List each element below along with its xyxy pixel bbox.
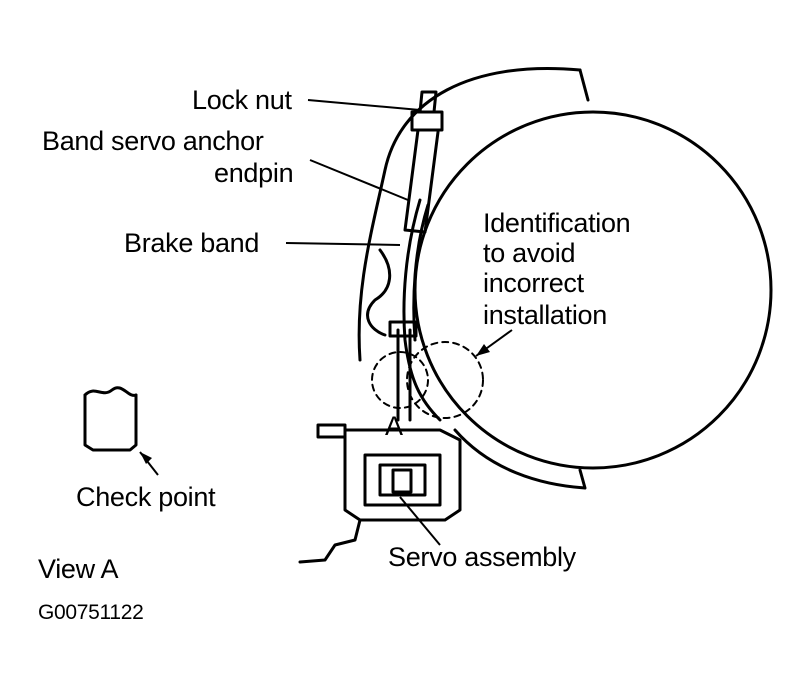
leader-anchor-endpin xyxy=(309,159,409,201)
leader-servo-assembly xyxy=(399,496,441,546)
servo-piston xyxy=(363,453,442,507)
drum xyxy=(413,110,773,470)
case-outer-outline xyxy=(357,67,582,362)
check-point-body xyxy=(83,393,138,452)
case-lower-outline xyxy=(453,428,587,490)
case-outer-right xyxy=(578,68,590,102)
label-identification-4: installation xyxy=(483,300,607,330)
identification-circle xyxy=(406,341,484,419)
label-anchor-endpin-2: endpin xyxy=(214,158,294,188)
servo-rod-end xyxy=(388,320,418,338)
case-inner-wave xyxy=(366,248,392,337)
lock-nut-shape xyxy=(410,110,444,132)
label-detail-marker: A xyxy=(385,411,403,441)
servo-side-fitting xyxy=(316,423,347,439)
label-view-a: View A xyxy=(38,554,119,584)
label-servo-assembly: Servo assembly xyxy=(388,542,576,572)
label-check-point: Check point xyxy=(76,482,216,512)
label-anchor-endpin-1: Band servo anchor xyxy=(42,126,264,156)
servo-inner xyxy=(378,463,427,497)
check-point-top xyxy=(83,386,138,397)
detail-circle xyxy=(371,351,429,409)
label-brake-band: Brake band xyxy=(124,228,260,258)
leader-lock-nut xyxy=(307,99,421,111)
servo-spring xyxy=(391,468,413,494)
label-identification-1: Identification xyxy=(483,208,631,238)
brake-band-inner xyxy=(412,203,430,342)
servo-bracket xyxy=(298,518,362,564)
servo-housing xyxy=(343,428,462,522)
lock-nut-top xyxy=(418,90,438,114)
arrow-check-point xyxy=(140,452,152,464)
label-identification-3: incorrect xyxy=(483,268,584,298)
figure-id: G00751122 xyxy=(38,601,144,624)
anchor-endpin xyxy=(403,128,440,234)
arrow-identification xyxy=(476,344,490,356)
label-lock-nut: Lock nut xyxy=(192,85,292,115)
leader-brake-band xyxy=(285,242,401,246)
label-identification-2: to avoid xyxy=(483,238,576,268)
servo-rod xyxy=(396,328,412,422)
brake-band xyxy=(402,198,442,422)
